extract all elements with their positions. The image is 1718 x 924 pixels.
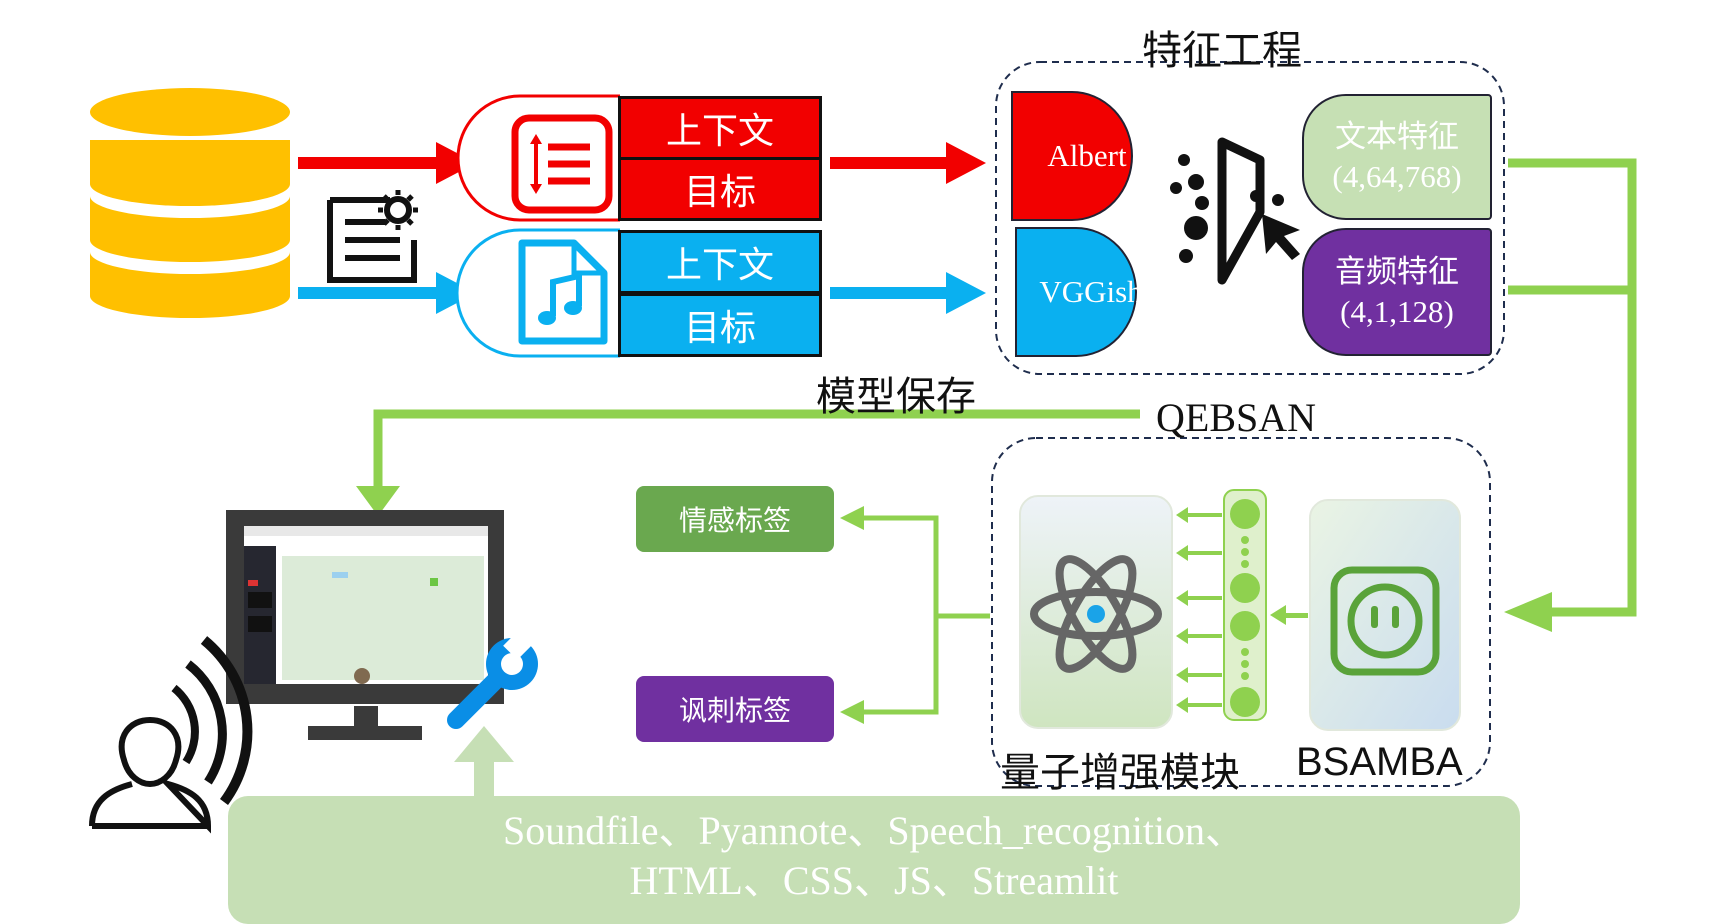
feature-engineering-title: 特征工程 — [1142, 28, 1302, 74]
bsamba-input-arrowhead — [1504, 592, 1552, 632]
document-settings-icon — [327, 190, 418, 283]
tools-banner: Soundfile、Pyannote、Speech_recognition、 H… — [228, 796, 1520, 924]
quantum-module-title: 量子增强模块 — [1000, 750, 1240, 796]
bsamba-title: BSAMBA — [1296, 740, 1463, 784]
features-to-bsamba-connector — [1508, 158, 1637, 617]
vggish-shape — [1015, 227, 1137, 357]
emotion-label-box: 情感标签 — [636, 486, 834, 552]
text-feature-shape: (4,64,768) — [1332, 159, 1462, 194]
text-context-cell: 上下文 — [618, 96, 822, 160]
wrench-icon — [447, 630, 538, 729]
tools-to-app-arrow — [454, 726, 514, 798]
sarcasm-label-box: 讽刺标签 — [636, 676, 834, 742]
music-file-icon — [518, 239, 608, 345]
bsamba-to-dense-arrow — [1270, 605, 1308, 625]
model-save-arrow — [356, 409, 1140, 516]
user-speaking-icon — [89, 636, 253, 834]
vggish-label: VGGish — [1039, 274, 1143, 309]
dense-layer-bar — [1223, 489, 1267, 721]
qebsan-frame — [991, 437, 1491, 787]
text-input-arrow — [298, 142, 476, 184]
monitor-icon — [226, 510, 504, 740]
audio-context-cell: 上下文 — [618, 230, 822, 294]
text-to-albert-arrow — [830, 142, 986, 184]
audio-feature-name: 音频特征 — [1335, 254, 1459, 290]
tools-line-1: Soundfile、Pyannote、Speech_recognition、 — [502, 808, 1246, 853]
audio-branch-pill — [455, 228, 620, 358]
albert-shape — [1011, 91, 1133, 221]
audio-feature-shape: (4,1,128) — [1340, 294, 1454, 329]
dense-to-quantum-arrows — [1176, 507, 1222, 713]
model-save-label: 模型保存 — [816, 374, 976, 420]
feature-extraction-icon — [1170, 137, 1300, 285]
emotion-arrowhead — [840, 506, 864, 530]
quantum-to-labels-connector — [858, 515, 990, 715]
audio-target-cell: 目标 — [618, 293, 822, 357]
text-branch-pill — [456, 94, 620, 222]
audio-to-vggish-arrow — [830, 272, 986, 314]
text-target-cell: 目标 — [618, 157, 822, 221]
text-feature-box: 文本特征 (4,64,768) — [1302, 94, 1492, 220]
albert-label: Albert — [1047, 138, 1127, 173]
qebsan-title: QEBSAN — [1156, 395, 1317, 440]
tools-line-2: HTML、CSS、JS、Streamlit — [629, 858, 1119, 903]
database-icon — [90, 88, 290, 318]
text-document-icon — [511, 114, 613, 214]
dense-layer-nodes — [1230, 499, 1260, 717]
text-feature-name: 文本特征 — [1335, 119, 1459, 155]
atom-icon — [1030, 555, 1162, 673]
plug-socket-icon — [1330, 566, 1440, 676]
feature-engineering-frame — [995, 61, 1505, 375]
audio-feature-box: 音频特征 (4,1,128) — [1302, 228, 1492, 356]
sarcasm-arrowhead — [840, 700, 864, 724]
